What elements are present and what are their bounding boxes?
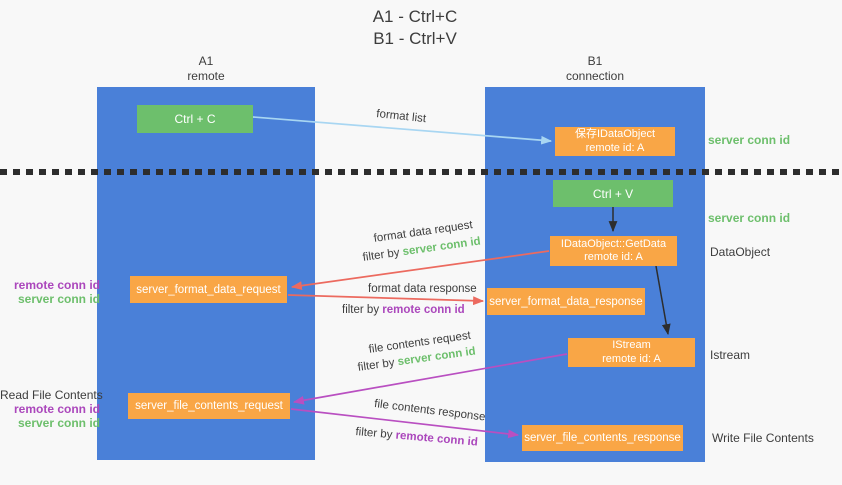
title-line-2: B1 - Ctrl+V [373,29,457,48]
node-server-file-contents-request: server_file_contents_request [128,393,290,419]
node-server-file-contents-response: server_file_contents_response [522,425,683,451]
column-b1-name: B1 [587,54,603,68]
remote-conn-id-text: remote conn id [395,429,479,449]
column-header-a1: A1 remote [97,54,315,83]
node-server-format-data-response: server_format_data_response [487,288,645,315]
label-remote-conn-id-1: remote conn id [13,278,100,292]
diagram-title: A1 - Ctrl+C B1 - Ctrl+V [320,6,510,50]
label-remote-conn-id-2: remote conn id [13,402,100,416]
label-group-format-ids: remote conn id server conn id [0,278,100,306]
column-a1-role: remote [187,68,225,83]
node-save-idataobject-line1: 保存IDataObject [574,128,656,140]
label-file-contents-response: file contents response [373,398,487,424]
node-save-idataobject-line2: remote id: A [585,141,645,154]
node-save-idataobject: 保存IDataObject remote id: A [555,127,675,156]
arrow-format-data-response [287,294,485,306]
filter-by-text: filter by [354,426,393,442]
node-server-format-data-request: server_format_data_request [130,276,287,303]
label-filter-by-remote-conn-id-1: filter by remote conn id [342,304,465,316]
label-group-file-ids: Read File Contents remote conn id server… [0,388,103,430]
node-ctrl-v: Ctrl + V [553,180,673,207]
label-write-file-contents: Write File Contents [712,431,814,445]
column-a1-name: A1 [198,54,214,68]
label-server-conn-id-2: server conn id [17,416,100,430]
node-istream-line2: remote id: A [602,352,661,365]
node-idataobject-getdata: IDataObject::GetData remote id: A [550,236,677,266]
column-b1-role: connection [565,68,625,83]
label-server-conn-id-top: server conn id [708,133,791,147]
column-header-b1: B1 connection [485,54,705,83]
label-istream: Istream [710,348,751,362]
filter-by-text: filter by [362,246,401,264]
node-istream-line1: IStream [612,339,651,351]
label-filter-by-remote-conn-id-2: filter by remote conn id [355,426,478,449]
label-format-data-response: format data response [368,283,477,295]
filter-by-text: filter by [357,356,396,374]
label-dataobject: DataObject [710,245,771,259]
label-read-file-contents: Read File Contents [0,388,103,402]
label-format-list: format list [375,108,427,126]
label-server-conn-id-1: server conn id [17,292,100,306]
label-server-conn-id-mid: server conn id [708,211,791,225]
title-line-1: A1 - Ctrl+C [372,7,458,26]
node-getdata-line2: remote id: A [584,251,643,263]
node-ctrl-c: Ctrl + C [137,105,253,133]
remote-conn-id-text: remote conn id [382,304,465,316]
node-istream: IStream remote id: A [568,338,695,367]
filter-by-text: filter by [342,304,380,316]
node-getdata-line1: IDataObject::GetData [560,237,667,250]
